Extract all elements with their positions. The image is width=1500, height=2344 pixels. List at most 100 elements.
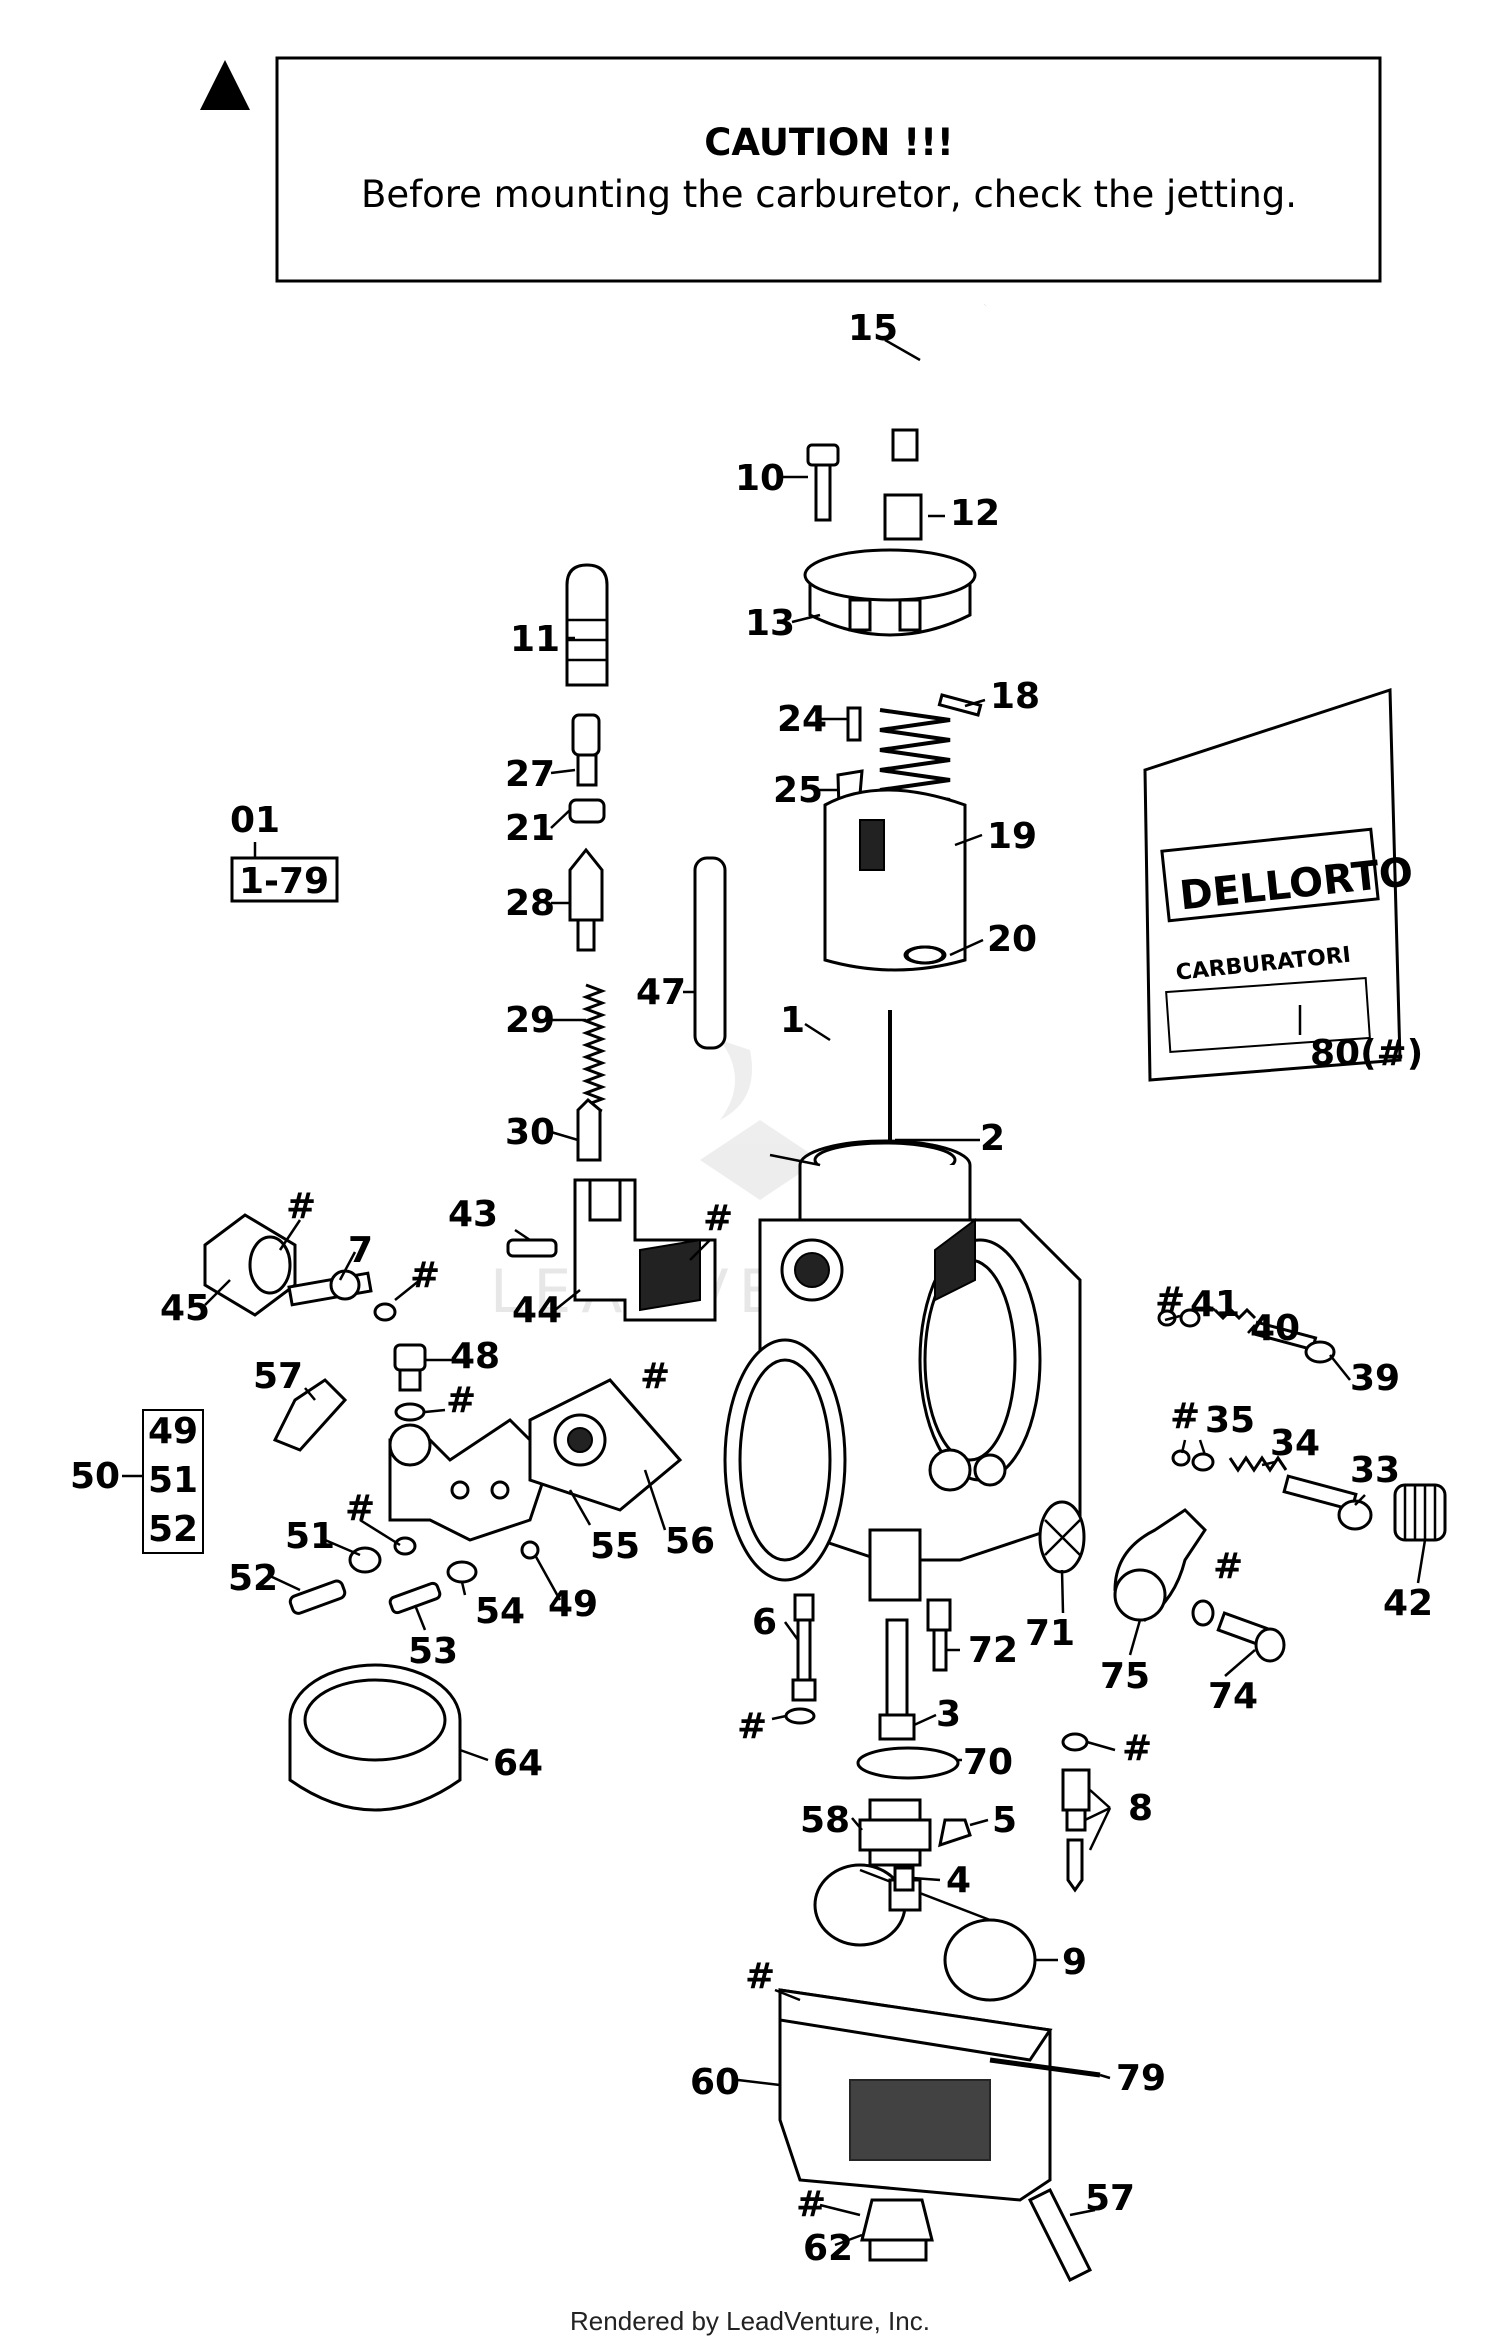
caution-text: Before mounting the carburetor, check th… xyxy=(361,173,1297,216)
plunger-30 xyxy=(576,1097,602,1162)
part-label: 41 xyxy=(1190,1284,1240,1325)
part-labels: 15 10 12 13 11 24 18 27 25 21 19 28 20 4… xyxy=(160,308,1433,2269)
part-label: 24 xyxy=(777,699,827,740)
part-label: 58 xyxy=(800,1800,850,1841)
part-label: 39 xyxy=(1350,1358,1400,1399)
part-label: 5 xyxy=(992,1800,1017,1841)
part-label: 4 xyxy=(946,1860,971,1901)
hose-57-lower xyxy=(1027,2187,1093,2283)
rod-79 xyxy=(989,2057,1101,2078)
part-label: 19 xyxy=(987,816,1037,857)
part-label: 79 xyxy=(1116,2058,1166,2099)
part-label: 60 xyxy=(690,2062,740,2103)
part-label: 56 xyxy=(665,1521,715,1562)
kit-item: 49 xyxy=(148,1411,198,1452)
idle-screw-33 xyxy=(1282,1474,1373,1531)
kit-item: 51 xyxy=(148,1460,198,1501)
carb-top-cap-13 xyxy=(803,548,977,637)
spring-29 xyxy=(581,983,607,1113)
washer-hash-7 xyxy=(373,1302,397,1322)
part-label: 71 xyxy=(1025,1613,1075,1654)
knob-42 xyxy=(1393,1483,1447,1542)
needle-screw-39 xyxy=(1252,1320,1336,1364)
part-label: 1 xyxy=(780,1000,805,1041)
part-label: # xyxy=(796,2184,826,2225)
part-label: 42 xyxy=(1383,1583,1433,1624)
part-label: 40 xyxy=(1250,1308,1300,1349)
assembly-ref: 01 xyxy=(230,800,280,841)
needle-jet-58 xyxy=(858,1798,932,1867)
part-label: 21 xyxy=(505,808,555,849)
part-label: 25 xyxy=(773,770,823,811)
pin-18 xyxy=(937,693,983,717)
cap-48 xyxy=(393,1343,427,1392)
washer-6-hash xyxy=(784,1707,816,1725)
part-label: 29 xyxy=(505,1000,555,1041)
part-label: 74 xyxy=(1208,1676,1258,1717)
part-label: 35 xyxy=(1205,1400,1255,1441)
part-label: # xyxy=(1213,1546,1243,1587)
part-label: 53 xyxy=(408,1631,458,1672)
part-label: # xyxy=(1155,1280,1185,1321)
part-label: 6 xyxy=(752,1602,777,1643)
ring-64 xyxy=(288,1663,462,1812)
choke-body-44 xyxy=(573,1178,717,1322)
part-label: 51 xyxy=(285,1516,335,1557)
kit-ref: 50 xyxy=(70,1456,120,1497)
part-label: 75 xyxy=(1100,1656,1150,1697)
tube-47 xyxy=(693,856,727,1050)
washer-74-hash xyxy=(1191,1599,1215,1627)
nut-21 xyxy=(568,798,606,824)
hose-57-upper xyxy=(272,1378,348,1452)
part-label: # xyxy=(410,1255,440,1296)
part-label: 47 xyxy=(636,972,686,1013)
part-label: 34 xyxy=(1270,1423,1320,1464)
part-label: # xyxy=(640,1356,670,1397)
accelerator-pump-49 xyxy=(388,1418,552,1560)
cable-adjuster-11 xyxy=(565,563,609,687)
float-9 xyxy=(813,1863,1037,2002)
part-label: 18 xyxy=(990,676,1040,717)
part-label: # xyxy=(1122,1728,1152,1769)
part-label: 45 xyxy=(160,1288,210,1329)
jet-72 xyxy=(926,1598,952,1672)
part-label: 55 xyxy=(590,1526,640,1567)
part-label: 8 xyxy=(1128,1788,1153,1829)
part-label: 57 xyxy=(1085,2178,1135,2219)
caution-box xyxy=(275,56,1382,283)
assembly-range: 1-79 xyxy=(239,861,329,902)
part-label: 13 xyxy=(745,603,795,644)
spring-34 xyxy=(1228,1455,1288,1473)
oring-35 xyxy=(1191,1452,1215,1472)
choke-housing-28 xyxy=(568,847,604,952)
nut-12 xyxy=(883,493,923,541)
screw-43 xyxy=(506,1238,558,1258)
throttle-cable-elbow xyxy=(891,301,987,462)
part-label: # xyxy=(286,1186,316,1227)
cap-45 xyxy=(203,1213,297,1317)
screw-53 xyxy=(388,1581,442,1615)
part-label: 11 xyxy=(510,619,560,660)
part-label: # xyxy=(345,1488,375,1529)
part-label: 52 xyxy=(228,1558,278,1599)
part-label: 20 xyxy=(987,919,1037,960)
part-label: 72 xyxy=(968,1630,1018,1671)
diaphragm-cover-56 xyxy=(528,1378,683,1512)
jet-5 xyxy=(938,1818,972,1848)
kit-item: 52 xyxy=(148,1509,198,1550)
washer-51-hash xyxy=(393,1536,417,1556)
part-label: 30 xyxy=(505,1112,555,1153)
kit-items-box xyxy=(142,1409,204,1554)
part-label: # xyxy=(446,1380,476,1421)
gasket-70 xyxy=(856,1746,960,1780)
part-label: 44 xyxy=(512,1290,562,1331)
part-label: 48 xyxy=(450,1336,500,1377)
screw-10 xyxy=(806,443,840,522)
part-label: 33 xyxy=(1350,1450,1400,1491)
part-label: 64 xyxy=(493,1743,543,1784)
part-label: 54 xyxy=(475,1591,525,1632)
banjo-bolt-74 xyxy=(1216,1611,1286,1663)
part-label: 28 xyxy=(505,883,555,924)
part-label: 3 xyxy=(936,1694,961,1735)
